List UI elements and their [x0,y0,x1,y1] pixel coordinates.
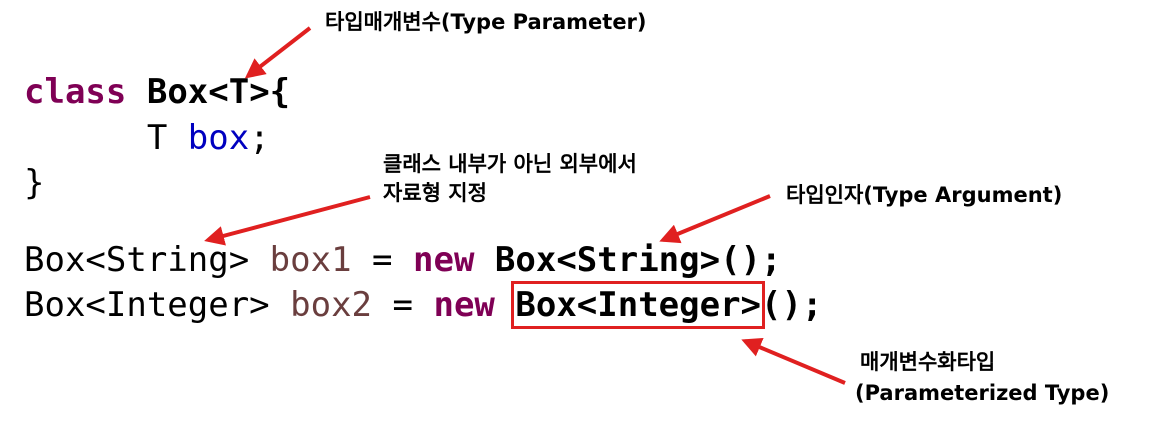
closing-brace: } [24,163,45,203]
box2-new-keyword: new [433,285,495,325]
code-line-class-decl: class Box<T>{ [24,72,290,112]
box1-assign: = [372,240,393,280]
parameterized-type-highlight: Box<Integer> [511,281,766,329]
box1-call-end: (); [720,240,782,280]
parameterized-type-label-line2: (Parameterized Type) [855,381,1110,405]
parameterized-type-label-line1: 매개변수화타입 [860,350,996,374]
box1-constructor: Box<String> [494,240,721,280]
box1-new-keyword: new [413,240,475,280]
type-argument-label: 타입인자(Type Argument) [786,183,1063,207]
code-line-field: T box; [24,118,270,158]
box2-declared-type: Box<Integer> [24,285,270,325]
type-parameter-label: 타입매개변수(Type Parameter) [325,10,647,34]
code-line-close: } [24,163,44,203]
type-argument-arrow [659,194,771,244]
external-spec-arrow [204,195,371,246]
box2-assign: = [392,285,413,325]
class-declaration: Box<T>{ [146,72,291,112]
keyword-class: class [24,72,127,112]
field-semicolon: ; [249,118,270,158]
type-parameter-arrow [244,26,312,79]
box2-variable: box2 [290,285,373,325]
external-spec-label-line1: 클래스 내부가 아닌 외부에서 [383,152,637,176]
box1-declared-type: Box<String> [24,240,250,280]
box2-call-end: (); [761,285,823,325]
parameterized-type-arrow [741,337,846,385]
external-spec-label-line2: 자료형 지정 [383,181,487,205]
code-line-box1: Box<String> box1 = new Box<String>(); [24,240,782,280]
code-line-box2: Box<Integer> box2 = new Box<Integer>(); [24,281,823,329]
field-type: T [146,118,168,158]
field-name: box [187,118,250,158]
box1-variable: box1 [269,240,352,280]
